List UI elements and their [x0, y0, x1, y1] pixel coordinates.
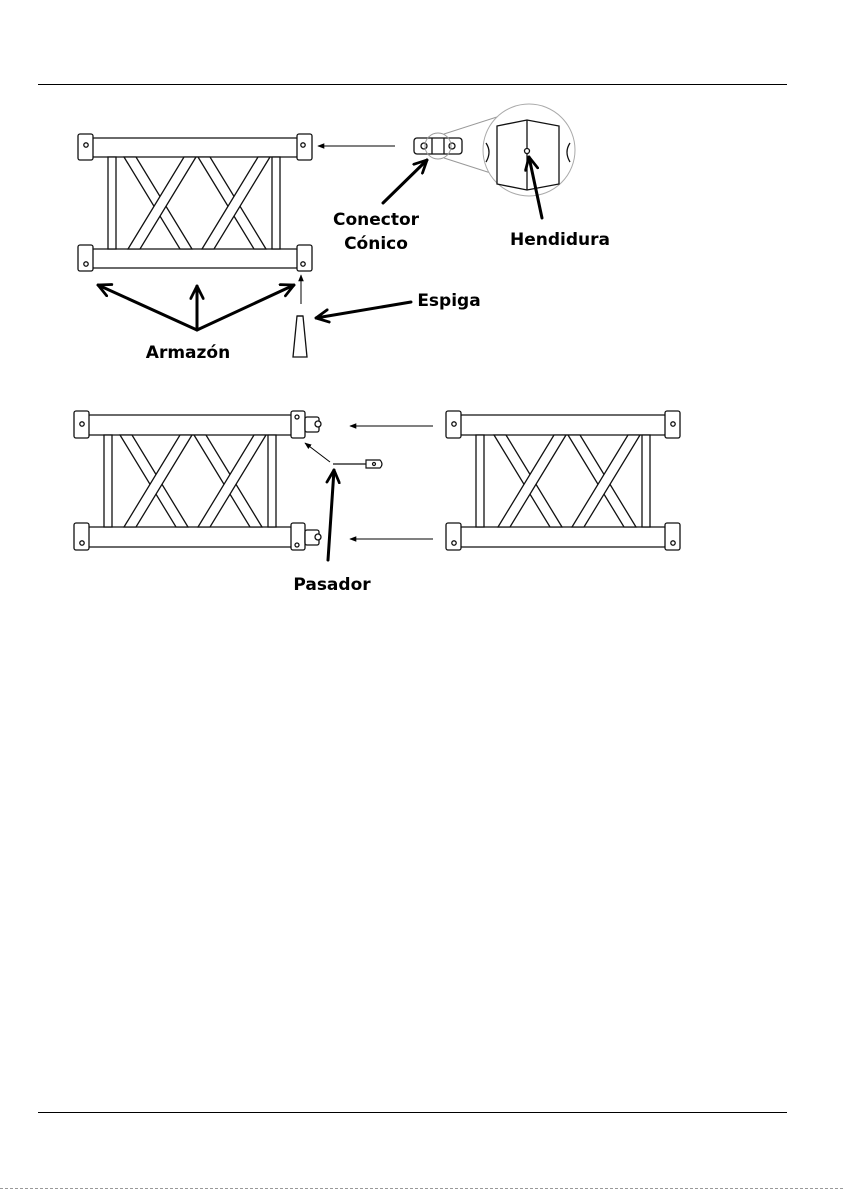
page-edge-dash: [0, 1188, 843, 1189]
pin: [333, 460, 382, 468]
footer-rule: [38, 1112, 787, 1113]
spigot: [293, 316, 307, 357]
truss-section-right: [446, 411, 680, 550]
hendidura-label: Hendidura: [510, 230, 610, 250]
connector-detail-zoom: [483, 104, 575, 196]
conector-label-line1: Conector: [333, 210, 420, 230]
pasador-label: Pasador: [293, 575, 371, 595]
truss-section-left: [74, 411, 321, 550]
truss-section-top: [78, 134, 312, 271]
espiga-label: Espiga: [417, 291, 480, 311]
armazon-label: Armazón: [146, 343, 230, 363]
conical-connector: [414, 133, 462, 159]
conector-label-line2: Cónico: [344, 234, 408, 254]
